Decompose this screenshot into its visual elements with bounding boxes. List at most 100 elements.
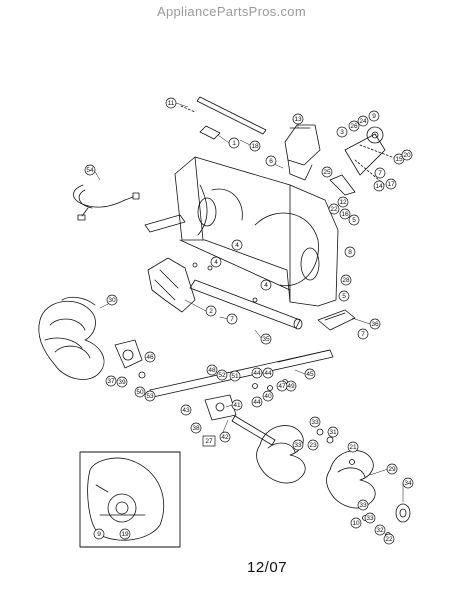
callout-number: 7: [361, 331, 365, 338]
boxed-label-number: 27: [205, 438, 213, 445]
part-callout: 19: [119, 528, 131, 540]
callout-circle: [328, 203, 340, 215]
callout-number: 49: [287, 383, 295, 390]
part-callout: 24: [357, 115, 369, 127]
part-callout: 46: [144, 351, 156, 363]
part-callout: 38: [190, 422, 202, 434]
part-callout: 48: [206, 364, 218, 376]
callout-circle: [216, 369, 228, 381]
callout-circle: [105, 375, 117, 387]
part-callout: 41: [231, 399, 243, 411]
part-callout: 11: [165, 97, 177, 109]
part-callout: 31: [327, 426, 339, 438]
boxed-label-frame: [202, 435, 216, 447]
callout-number: 5: [352, 217, 356, 224]
callout-number: 39: [118, 379, 126, 386]
part-callout: 9: [93, 528, 105, 540]
part-callout: 33: [364, 512, 376, 524]
callout-number: 16: [341, 211, 349, 218]
callout-circle: [385, 178, 397, 190]
callout-circle: [262, 390, 274, 402]
callout-number: 24: [359, 118, 367, 125]
callout-circle: [304, 368, 316, 380]
callout-circle: [144, 351, 156, 363]
callout-circle: [180, 404, 192, 416]
part-callout: 10: [350, 517, 362, 529]
callout-circle: [206, 364, 218, 376]
callout-circle: [357, 115, 369, 127]
callout-number: 4: [235, 242, 239, 249]
callout-number: 33: [359, 502, 367, 509]
callout-circle: [350, 517, 362, 529]
part-callout: 22: [328, 203, 340, 215]
part-callout: 8: [344, 246, 356, 258]
part-callout: 4: [260, 279, 272, 291]
chute-part: [284, 124, 321, 181]
callout-circle: [357, 328, 369, 340]
part-callout: 18: [249, 140, 261, 152]
callout-circle: [383, 533, 395, 545]
part-callout: 35: [260, 333, 272, 345]
callout-circle: [231, 399, 243, 411]
callout-circle: [165, 97, 177, 109]
part-callout: 1: [228, 137, 240, 149]
callout-circle: [368, 110, 380, 122]
callout-circle: [348, 120, 360, 132]
power-cord-part: [73, 184, 140, 221]
callout-number: 46: [146, 354, 154, 361]
callout-circle: [369, 318, 381, 330]
callout-number: 50: [136, 389, 144, 396]
callout-number: 31: [329, 429, 337, 436]
callout-circle: [338, 290, 350, 302]
part-callout: 26: [348, 120, 360, 132]
callout-circle: [292, 113, 304, 125]
part-callout: 13: [292, 113, 304, 125]
part-callout: 5: [338, 290, 350, 302]
callout-circle: [251, 396, 263, 408]
callout-number: 52: [218, 372, 226, 379]
part-callout: 7: [357, 328, 369, 340]
callout-circle: [336, 126, 348, 138]
part-callout: 30: [106, 294, 118, 306]
impeller-part: [147, 257, 196, 313]
callout-number: 21: [349, 444, 357, 451]
callout-number: 48: [208, 367, 216, 374]
part-boxed-label: 27: [202, 435, 216, 447]
watermark: AppliancePartsPros.com: [157, 4, 306, 19]
part-callout: 6: [265, 155, 277, 167]
callout-circle: [219, 431, 231, 443]
callout-number: 34: [404, 480, 412, 487]
callout-circle: [339, 208, 351, 220]
part-callout: 44: [262, 367, 274, 379]
callout-circle: [229, 370, 241, 382]
callout-number: 4: [264, 282, 268, 289]
part-callout: 44: [251, 367, 263, 379]
callout-number: 5: [342, 293, 346, 300]
part-callout: 16: [339, 208, 351, 220]
part-callout: 52: [216, 369, 228, 381]
callout-number: 23: [309, 442, 317, 449]
auger-housing-part: [174, 156, 339, 307]
part-callout: 54: [84, 164, 96, 176]
callout-circle: [205, 305, 217, 317]
callout-circle: [321, 166, 333, 178]
callout-circle: [327, 426, 339, 438]
callout-circle: [292, 439, 304, 451]
callout-circle: [249, 140, 261, 152]
callout-number: 53: [146, 393, 154, 400]
callout-number: 18: [251, 143, 259, 150]
part-callout: 32: [374, 524, 386, 536]
part-callout: 3: [336, 126, 348, 138]
callout-circle: [276, 380, 288, 392]
callout-number: 6: [269, 158, 273, 165]
callout-circle: [119, 528, 131, 540]
callout-number: 42: [221, 434, 229, 441]
callout-number: 12: [339, 199, 347, 206]
left-auger-part: [38, 296, 105, 380]
part-callout: 49: [285, 380, 297, 392]
auger-shaft-part: [189, 279, 303, 330]
callout-number: 35: [262, 336, 270, 343]
callout-circle: [226, 313, 238, 325]
callout-number: 7: [378, 170, 382, 177]
callout-number: 44: [253, 370, 261, 377]
